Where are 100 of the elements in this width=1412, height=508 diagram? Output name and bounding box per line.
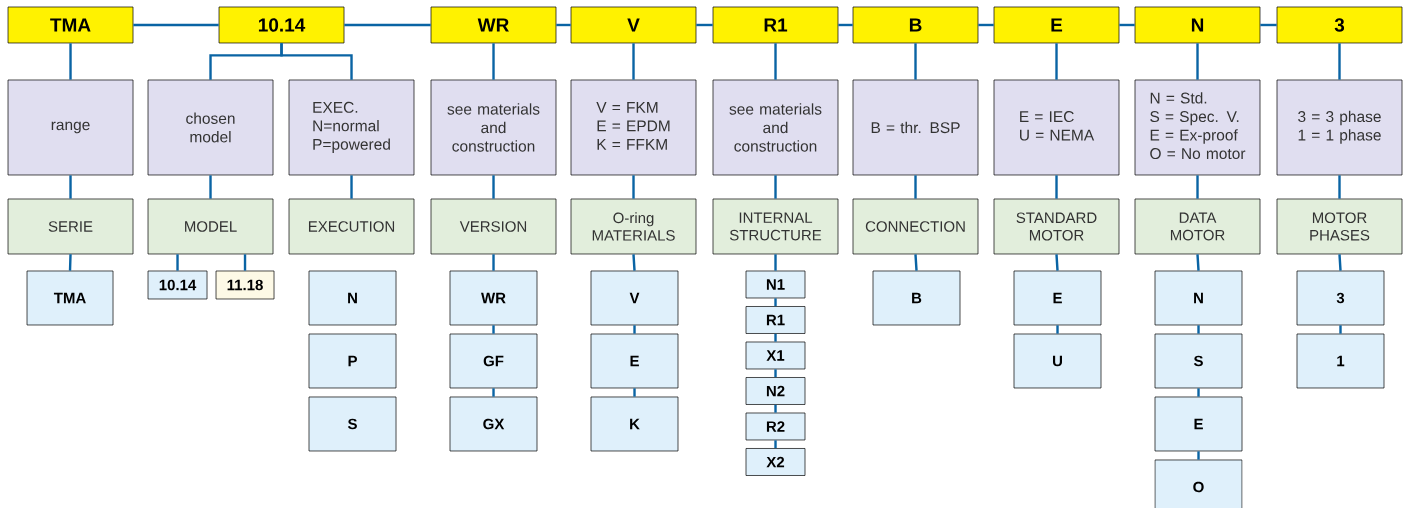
connector-line [556,23,571,27]
option-box: 10.14 [147,270,208,300]
connector-line [1339,325,1342,334]
category-box: EXECUTION [288,198,415,255]
title-box: TMA [7,6,134,44]
connector-line [350,175,353,199]
connector-line [774,369,777,378]
option-box: N [308,270,397,326]
connector-line [838,23,853,27]
category-box: VERSION [430,198,557,255]
connector-line [1338,175,1341,199]
option-box: 1 [1296,333,1385,389]
connector-line [774,298,777,307]
option-box: V [590,270,679,326]
title-box: B [852,6,979,44]
title-box: WR [430,6,557,44]
option-box: TMA [26,270,114,326]
connector-line [774,440,777,449]
connector-line [1055,43,1058,80]
option-box: R1 [745,306,806,334]
title-box: N [1134,6,1261,44]
title-box: V [570,6,697,44]
connector-line [774,333,777,342]
description-box: EXEC. N=normal P=powered [288,79,415,176]
option-box: X2 [745,448,806,476]
connector-line [978,23,994,27]
connector-line [1260,23,1277,27]
option-box: N1 [745,270,806,299]
connector-line [1119,23,1135,27]
option-box: 11.18 [215,270,275,300]
description-box: B = thr. BSP [852,79,979,176]
category-box: STANDARD MOTOR [993,198,1120,255]
connector-line [176,254,179,271]
option-box: K [590,396,679,452]
connector-line [133,23,219,27]
option-box: E [590,333,679,389]
connector-line [632,43,635,80]
connector-line [914,254,918,271]
connector-line [774,254,777,271]
description-box: range [7,79,134,176]
option-box: S [1154,333,1243,389]
connector-line [774,43,777,80]
connector-line [1197,451,1200,460]
connector-line [1196,43,1199,80]
connector-line [492,388,495,397]
option-box: N2 [745,377,806,405]
connector-line [632,175,635,199]
description-box: E = IEC U = NEMA [993,79,1120,176]
option-box: GX [449,396,538,452]
category-box: CONNECTION [852,198,979,255]
connector-line [243,254,247,271]
connector-line [633,325,636,334]
category-box: O-ring MATERIALS [570,198,697,255]
connector-line [1338,254,1342,271]
category-box: DATA MOTOR [1134,198,1261,255]
option-box: N [1154,270,1243,326]
option-box: U [1013,333,1102,389]
option-box: GF [449,333,538,389]
category-box: MODEL [147,198,274,255]
option-box: B [872,270,961,326]
connector-line [69,175,72,199]
category-box: SERIE [7,198,134,255]
connector-line [914,175,917,199]
option-box: 3 [1296,270,1385,326]
connector-line [344,23,431,27]
connector-line [1196,254,1200,271]
connector-line [774,175,777,199]
connector-line [1196,175,1199,199]
option-box: O [1154,459,1243,508]
description-box: see materials and construction [430,79,557,176]
option-box: S [308,396,397,452]
option-box: R2 [745,412,806,441]
description-box: 3 = 3 phase 1 = 1 phase [1276,79,1403,176]
description-box: chosen model [147,79,274,176]
option-box: WR [449,270,538,326]
connector-line [68,254,72,271]
connector-line [280,43,353,80]
option-box: E [1154,396,1243,452]
description-box: V = FKM E = EPDM K = FFKM [570,79,697,176]
connector-line [1197,325,1200,334]
connector-line [1055,175,1058,199]
connector-line [69,43,72,80]
option-box: P [308,333,397,389]
option-box: E [1013,270,1102,326]
connector-line [1056,325,1059,334]
connector-line [492,325,495,334]
category-box: INTERNAL STRUCTURE [712,198,839,255]
title-box: E [993,6,1120,44]
connector-line [1338,43,1341,80]
description-box: see materials and construction [712,79,839,176]
connector-line [914,43,917,80]
connector-line [492,175,495,199]
title-box: 3 [1276,6,1403,44]
connector-line [492,43,495,80]
connector-line [632,254,636,271]
title-box: R1 [712,6,839,44]
connector-line [492,254,495,271]
description-box: N = Std. S = Spec. V. E = Ex-proof O = No motor [1134,79,1261,176]
title-box: 10.14 [218,6,345,44]
option-box: X1 [745,341,806,370]
